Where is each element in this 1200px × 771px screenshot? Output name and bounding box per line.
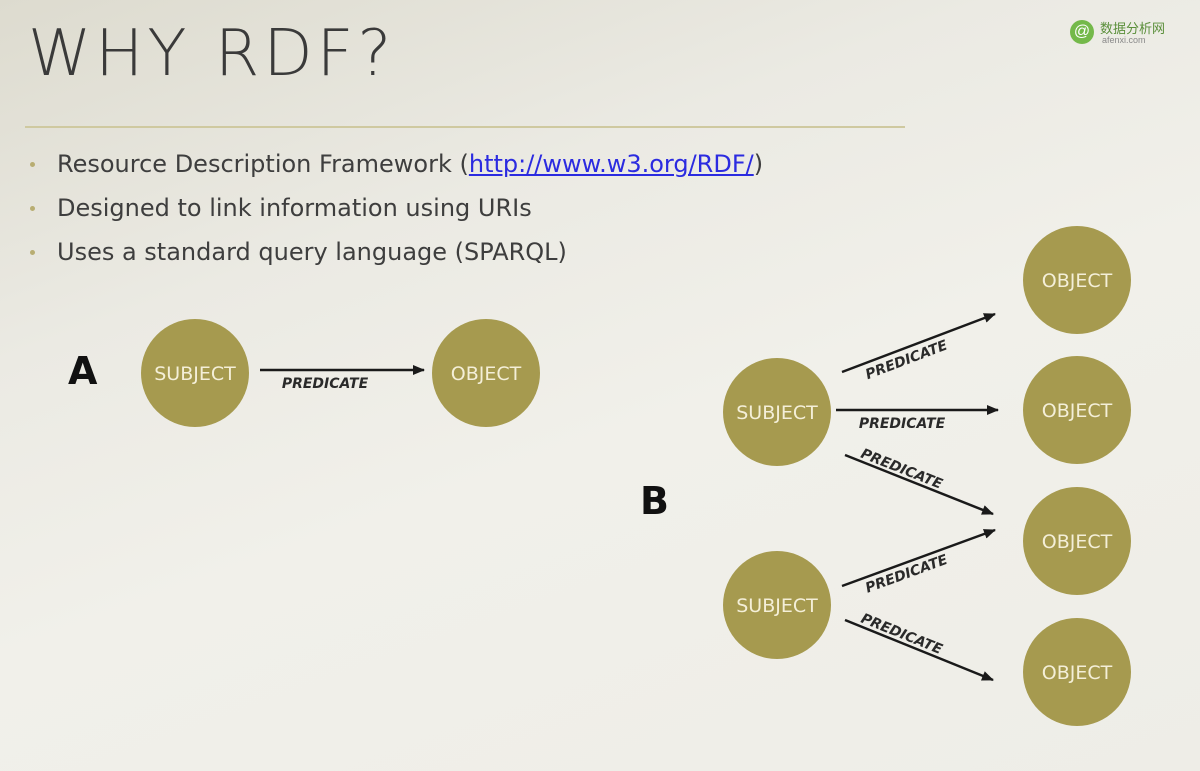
bullet-text: Uses a standard query language (SPARQL) xyxy=(57,238,567,266)
object-node xyxy=(1023,226,1131,334)
rdf-link[interactable]: http://www.w3.org/RDF/ xyxy=(468,150,754,178)
predicate-arrow xyxy=(844,618,994,682)
bullet-text: Resource Description Framework ( xyxy=(57,150,469,178)
predicate-arrow xyxy=(844,453,994,516)
watermark-url: afenxi.com xyxy=(1102,35,1146,45)
object-node xyxy=(1023,618,1131,726)
watermark: @ 数据分析网 afenxi.com xyxy=(1070,18,1180,48)
object-node xyxy=(1023,356,1131,464)
watermark-brand: 数据分析网 xyxy=(1100,21,1166,36)
subject-node-label: SUBJECT xyxy=(154,363,236,385)
predicate-label: PREDICATE xyxy=(858,446,945,493)
bullet-text: Designed to link information using URIs xyxy=(57,194,532,222)
diagram-b-label: B xyxy=(640,479,669,523)
bullet-list: Resource Description Framework (http://w… xyxy=(30,145,763,277)
bullet-dot-icon xyxy=(30,206,35,211)
bullet-item: Uses a standard query language (SPARQL) xyxy=(30,233,763,277)
subject-node xyxy=(723,358,831,466)
predicate-label: PREDICATE xyxy=(859,416,946,432)
bullet-item: Resource Description Framework (http://w… xyxy=(30,145,763,189)
subject-node-label: SUBJECT xyxy=(736,402,818,424)
slide-title: WHY RDF? xyxy=(28,17,396,91)
object-node xyxy=(432,319,540,427)
bullet-text-suffix: ) xyxy=(753,150,764,178)
subject-node xyxy=(723,551,831,659)
subject-node-label: SUBJECT xyxy=(736,595,818,617)
predicate-label: PREDICATE xyxy=(858,611,944,658)
diagram-a-label: A xyxy=(68,349,98,393)
object-node-label: OBJECT xyxy=(451,363,522,385)
predicate-arrow xyxy=(841,312,996,374)
object-node xyxy=(1023,487,1131,595)
bullet-dot-icon xyxy=(30,162,35,167)
title-divider xyxy=(25,126,905,128)
object-node-label: OBJECT xyxy=(1042,270,1113,292)
subject-node xyxy=(141,319,249,427)
bullet-dot-icon xyxy=(30,250,35,255)
watermark-logo-icon: @ xyxy=(1070,20,1094,44)
predicate-arrow xyxy=(841,528,996,588)
predicate-label: PREDICATE xyxy=(282,376,369,392)
object-node-label: OBJECT xyxy=(1042,662,1113,684)
object-node-label: OBJECT xyxy=(1042,400,1113,422)
object-node-label: OBJECT xyxy=(1042,531,1113,553)
bullet-item: Designed to link information using URIs xyxy=(30,189,763,233)
